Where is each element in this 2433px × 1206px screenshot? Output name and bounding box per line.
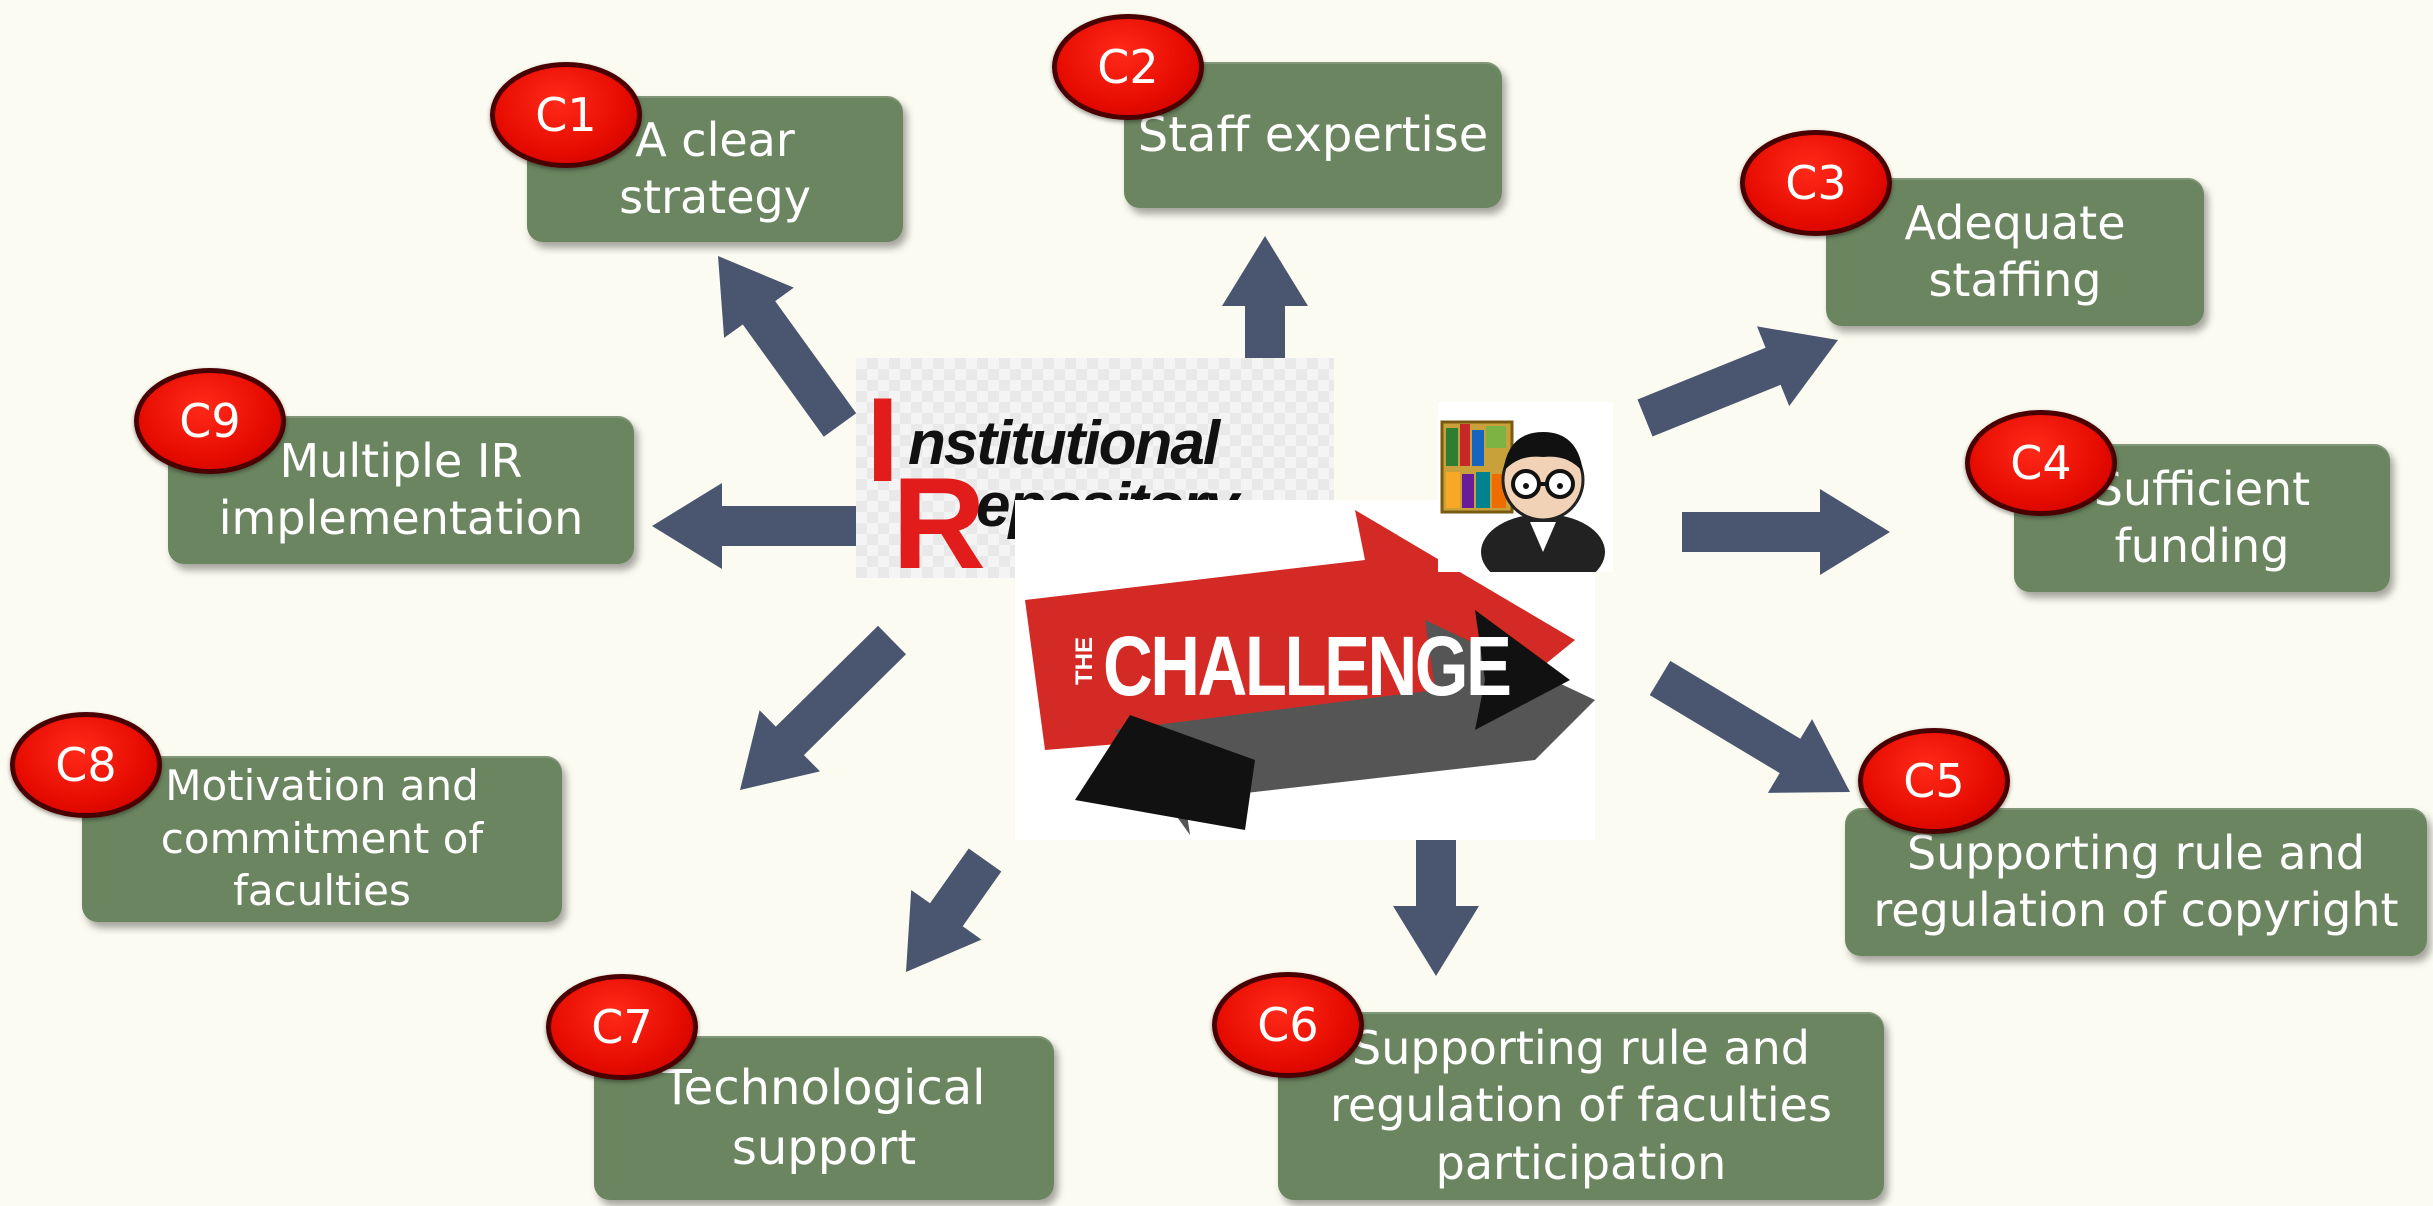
node-box-c5: Supporting rule and regulation of copyri… <box>1845 808 2427 956</box>
node-label-c9: Multiple IR implementation <box>218 433 584 546</box>
node-box-c1: A clear strategy <box>527 96 903 242</box>
bookshelf-icon <box>1440 420 1514 514</box>
node-label-c1: A clear strategy <box>619 112 811 225</box>
arrow-to-c2 <box>1222 236 1308 370</box>
ir-initial-r: R <box>892 450 986 596</box>
arrow-to-c4 <box>1682 489 1890 575</box>
ir-word-institutional: nstitutional <box>908 409 1220 478</box>
node-label-c4: Sufficient funding <box>2093 461 2311 574</box>
badge-c4: C4 <box>1965 410 2117 516</box>
node-label-c7: Technological support <box>662 1060 986 1176</box>
badge-c3: C3 <box>1740 130 1892 236</box>
badge-c7: C7 <box>546 974 698 1080</box>
arrow-to-c5 <box>1649 660 1850 793</box>
node-box-c8: Motivation and commitment of faculties <box>82 756 562 922</box>
challenge-word-text: CHALLENGE <box>1103 619 1512 713</box>
arrow-to-c9 <box>652 483 860 569</box>
challenge-arrows-icon <box>1025 510 1595 835</box>
node-label-c3: Adequate staffing <box>1904 195 2126 308</box>
badge-c2: C2 <box>1052 14 1204 120</box>
arrow-to-c1 <box>718 256 857 437</box>
node-label-c2: Staff expertise <box>1137 107 1489 163</box>
arrow-to-c7 <box>906 848 1002 972</box>
badge-c8: C8 <box>10 712 162 818</box>
node-label-c6: Supporting rule and regulation of facult… <box>1330 1020 1832 1190</box>
scholar-illustration <box>1438 402 1613 572</box>
node-label-c5: Supporting rule and regulation of copyri… <box>1873 825 2399 938</box>
node-box-c6: Supporting rule and regulation of facult… <box>1278 1012 1884 1200</box>
node-label-c8: Motivation and commitment of faculties <box>160 761 484 916</box>
arrow-to-c3 <box>1637 326 1838 437</box>
challenge-the-text: THE <box>1071 637 1098 685</box>
the-challenge-graphic: THE CHALLENGE <box>1015 500 1595 840</box>
badge-c6: C6 <box>1212 972 1364 1078</box>
node-box-c3: Adequate staffing <box>1826 178 2204 326</box>
badge-c1: C1 <box>490 62 642 168</box>
ir-initial-i: I <box>866 373 900 507</box>
badge-c5: C5 <box>1858 728 2010 834</box>
arrow-to-c6 <box>1393 838 1479 976</box>
arrow-to-c8 <box>740 625 906 790</box>
badge-c9: C9 <box>134 368 286 474</box>
scholar-avatar-icon <box>1481 432 1605 572</box>
